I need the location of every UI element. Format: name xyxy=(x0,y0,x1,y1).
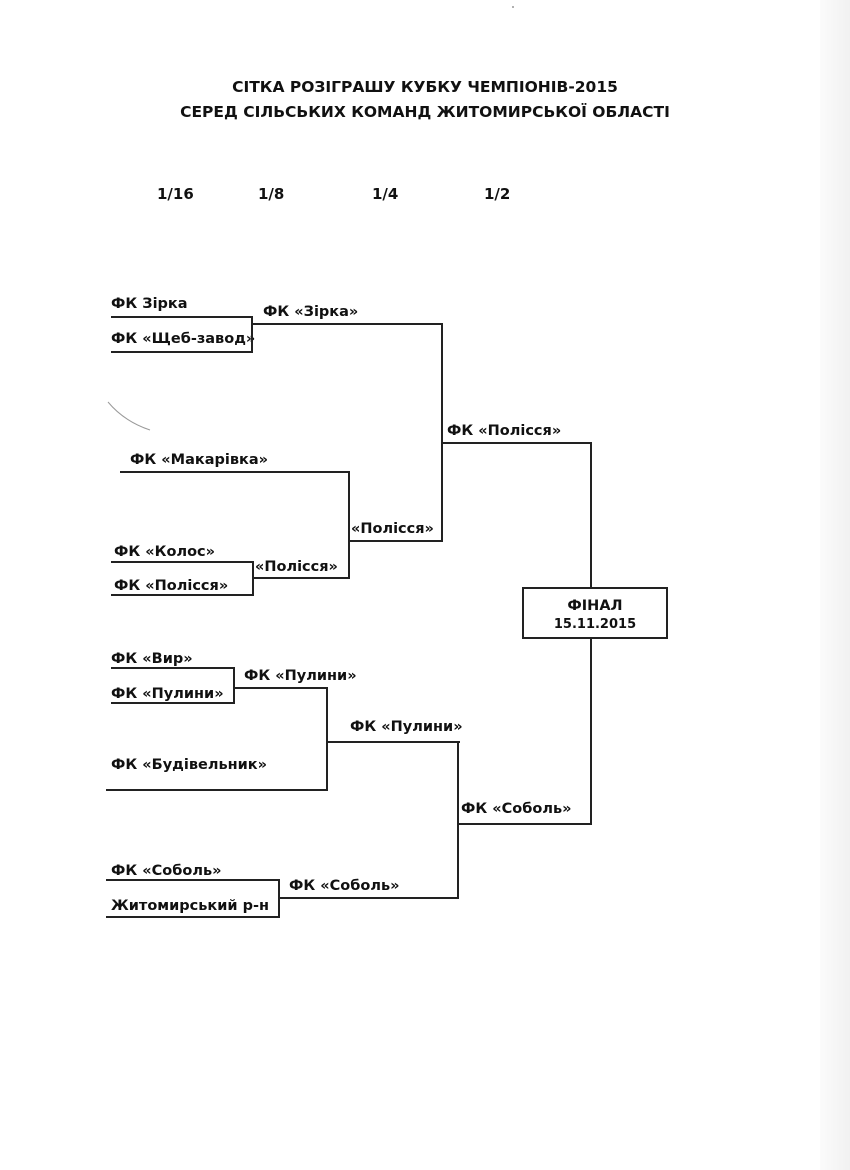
bracket-line xyxy=(254,577,350,579)
bracket-line xyxy=(280,897,459,899)
round-header-1-4: 1/4 xyxy=(372,185,399,203)
bracket-line xyxy=(326,687,328,791)
final-date: 15.11.2015 xyxy=(553,617,637,632)
bracket-line xyxy=(443,442,592,444)
bracket-line xyxy=(111,351,253,353)
team-r16-1: ФК Зірка xyxy=(111,296,188,312)
team-r16-4: ФК «Полісся» xyxy=(114,578,229,594)
bracket-line xyxy=(457,741,459,899)
bracket-line xyxy=(111,316,253,318)
bracket-line xyxy=(106,916,280,918)
team-r16-6: ФК «Пулини» xyxy=(111,686,224,702)
page-title: СІТКА РОЗІГРАШУ КУБКУ ЧЕМПІОНІВ-2015 xyxy=(232,78,618,96)
final-title: ФІНАЛ xyxy=(567,598,623,614)
bracket-line xyxy=(278,879,280,918)
round-header-1-16: 1/16 xyxy=(157,185,194,203)
bracket-line xyxy=(348,471,350,579)
team-r4-2: ФК «Пулини» xyxy=(350,719,463,735)
team-r8-5: ФК «Будівельник» xyxy=(111,757,268,773)
team-r8-2: ФК «Макарівка» xyxy=(130,452,269,468)
team-r2-1: ФК «Полісся» xyxy=(447,423,562,439)
bracket-line xyxy=(111,561,254,563)
bracket-line xyxy=(251,316,253,353)
scan-speck xyxy=(512,6,514,8)
bracket-line xyxy=(252,561,254,596)
bracket-line xyxy=(111,594,254,596)
bracket-line xyxy=(235,687,328,689)
team-r8-1: ФК «Зірка» xyxy=(263,304,359,320)
bracket-line xyxy=(106,789,328,791)
final-box: ФІНАЛ 15.11.2015 xyxy=(522,587,668,639)
bracket-line xyxy=(459,823,592,825)
team-r8-4: ФК «Пулини» xyxy=(244,668,357,684)
bracket-line xyxy=(120,471,350,473)
round-header-1-2: 1/2 xyxy=(484,185,511,203)
bracket-line xyxy=(233,667,235,704)
bracket-line xyxy=(441,323,443,542)
team-r16-2: ФК «Щеб-завод» xyxy=(111,331,256,347)
team-r2-2: ФК «Соболь» xyxy=(461,801,572,817)
team-r16-8: Житомирський р-н xyxy=(111,898,270,914)
team-r16-3: ФК «Колос» xyxy=(114,544,216,560)
bracket-line xyxy=(111,702,235,704)
bracket-line xyxy=(106,879,280,881)
round-header-1-8: 1/8 xyxy=(258,185,285,203)
team-r8-6: ФК «Соболь» xyxy=(289,878,400,894)
bracket-line xyxy=(590,442,592,588)
team-r8-3: «Полісся» xyxy=(255,559,338,575)
page-subtitle: СЕРЕД СІЛЬСЬКИХ КОМАНД ЖИТОМИРСЬКОЇ ОБЛА… xyxy=(180,103,670,121)
team-r4-1: «Полісся» xyxy=(351,521,434,537)
bracket-line xyxy=(328,741,460,743)
bracket-line xyxy=(350,540,443,542)
bracket-line xyxy=(590,638,592,825)
bracket-line xyxy=(253,323,443,325)
scan-edge xyxy=(820,0,850,1170)
bracket-line xyxy=(111,667,235,669)
team-r16-5: ФК «Вир» xyxy=(111,651,193,667)
pencil-mark xyxy=(107,401,151,431)
team-r16-7: ФК «Соболь» xyxy=(111,863,222,879)
